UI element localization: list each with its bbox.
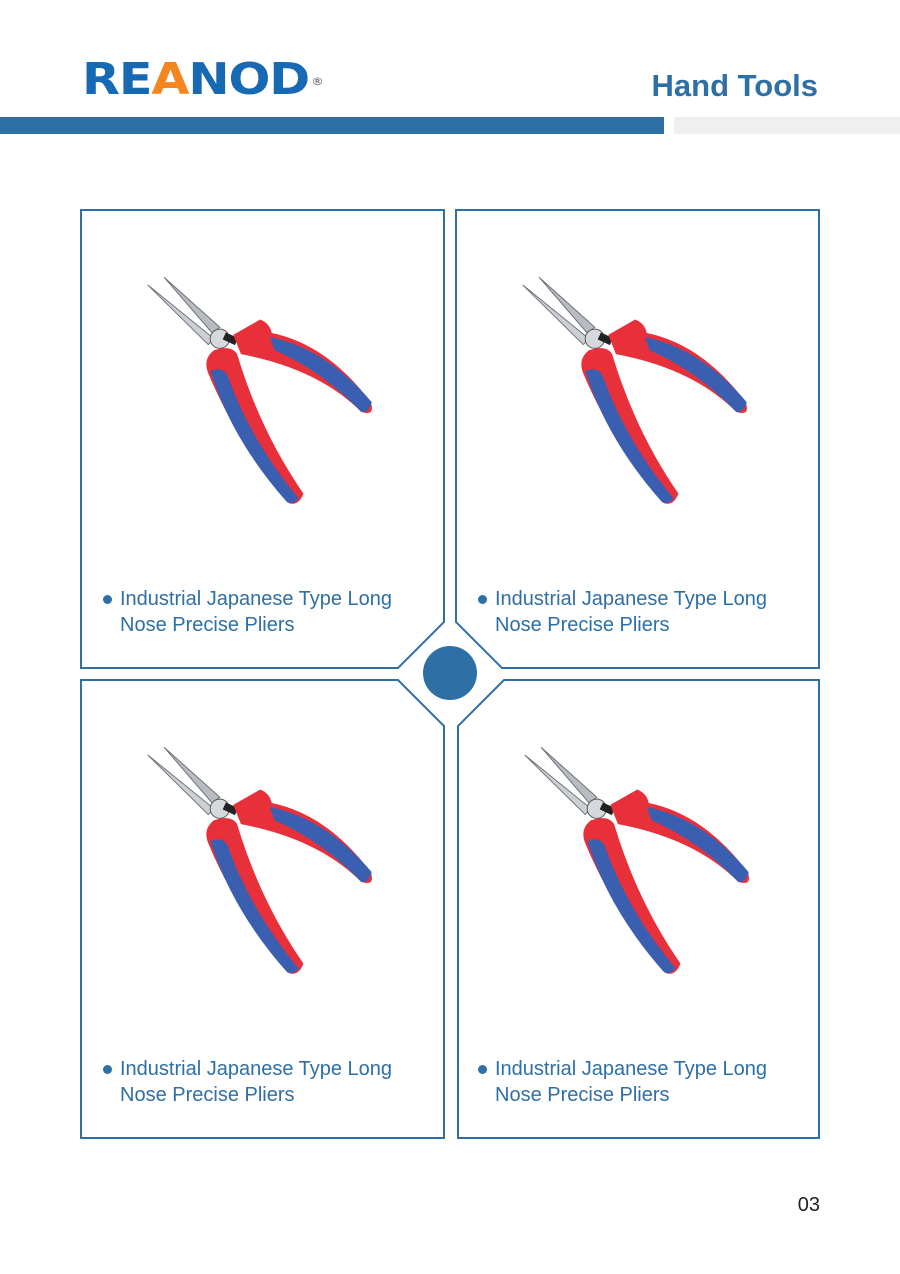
page-title: Hand Tools	[651, 68, 818, 103]
center-circle	[423, 646, 477, 700]
bullet-icon	[478, 595, 487, 604]
header-bar-grey	[674, 117, 900, 134]
brand-logo: REANOD®	[82, 58, 324, 102]
product-name: Industrial Japanese Type Long Nose Preci…	[495, 1058, 768, 1106]
logo-text: RE	[82, 54, 152, 105]
logo-text: NOD	[188, 54, 310, 105]
product-caption: Industrial Japanese Type Long Nose Preci…	[478, 586, 815, 638]
product-frame	[80, 679, 445, 1139]
bullet-icon	[103, 1065, 112, 1074]
product-frame	[80, 209, 445, 669]
product-frame	[457, 679, 820, 1139]
product-caption: Industrial Japanese Type Long Nose Preci…	[103, 586, 440, 638]
registered-mark: ®	[311, 75, 323, 88]
product-name: Industrial Japanese Type Long Nose Preci…	[120, 588, 393, 636]
pliers-image	[522, 276, 748, 505]
logo-text-accent: A	[151, 54, 189, 105]
product-caption: Industrial Japanese Type Long Nose Preci…	[103, 1056, 440, 1108]
pliers-image	[147, 276, 373, 505]
bullet-icon	[478, 1065, 487, 1074]
header-bar	[0, 117, 664, 134]
product-frame	[455, 209, 820, 669]
product-name: Industrial Japanese Type Long Nose Preci…	[120, 1058, 393, 1106]
page-number: 03	[797, 1194, 820, 1216]
product-name: Industrial Japanese Type Long Nose Preci…	[495, 588, 768, 636]
product-caption: Industrial Japanese Type Long Nose Preci…	[478, 1056, 815, 1108]
pliers-image	[524, 746, 750, 975]
bullet-icon	[103, 595, 112, 604]
pliers-image	[147, 746, 373, 975]
